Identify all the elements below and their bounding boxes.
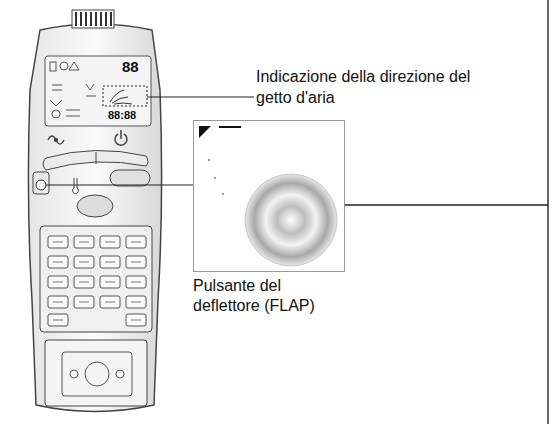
panel-button <box>100 276 120 288</box>
button-mark <box>53 262 63 263</box>
panel-button <box>126 314 146 326</box>
panel-button <box>48 276 68 288</box>
button-mark <box>79 262 89 263</box>
lcd-icons <box>50 62 96 118</box>
battery-contact <box>70 370 78 378</box>
lcd-time: 88:88 <box>108 108 148 122</box>
panel-button <box>74 276 94 288</box>
ir-stripe <box>75 12 77 26</box>
button-mark <box>131 282 141 283</box>
temperature-icon <box>73 178 79 194</box>
fan-icon <box>48 136 64 144</box>
ir-stripe <box>100 12 102 26</box>
inset-view: Pulsante del deflettore (FLAP) <box>193 120 345 316</box>
panel-button <box>126 236 146 248</box>
panel-button <box>48 314 68 326</box>
leader-line <box>46 185 193 186</box>
button-mark <box>105 282 115 283</box>
button-mark <box>53 320 63 321</box>
flap-button <box>36 180 46 190</box>
panel-buttons <box>48 236 146 326</box>
battery-contact <box>116 370 124 378</box>
flap-button-frame <box>33 172 49 194</box>
button-mark <box>105 302 115 303</box>
button-mark <box>131 320 141 321</box>
ir-window-frame <box>72 10 114 28</box>
button-label: Pulsante del deflettore (FLAP) <box>193 276 345 316</box>
panel-button <box>100 256 120 268</box>
button-mark <box>131 242 141 243</box>
panel-button <box>48 296 68 308</box>
callout-text: Indicazione della direzione del getto d'… <box>256 66 488 108</box>
airflow-indicator-box <box>103 86 147 106</box>
mode-buttons <box>43 150 148 170</box>
battery-contact <box>85 362 109 386</box>
leader-line <box>345 204 548 206</box>
panel-button <box>100 236 120 248</box>
button-mark <box>53 242 63 243</box>
panel-button <box>48 236 68 248</box>
panel-button <box>48 256 68 268</box>
lcd-display <box>45 56 151 126</box>
ir-stripe <box>80 12 82 26</box>
dot <box>222 193 224 195</box>
button-mark <box>79 282 89 283</box>
button-mark <box>131 262 141 263</box>
ir-stripe <box>105 12 107 26</box>
button-mark <box>131 302 141 303</box>
button-mark <box>79 242 89 243</box>
dot <box>214 177 216 179</box>
battery <box>62 352 132 396</box>
dot <box>208 159 210 161</box>
button-mark <box>79 302 89 303</box>
ir-window <box>72 10 114 28</box>
ir-stripe <box>85 12 87 26</box>
panel-button <box>126 296 146 308</box>
airflow-indicator <box>110 90 132 104</box>
panel-button <box>126 256 146 268</box>
edge-mark <box>219 126 241 128</box>
button <box>110 170 150 186</box>
ir-stripe <box>110 12 112 26</box>
power-icon <box>115 130 127 145</box>
ir-stripe <box>95 12 97 26</box>
corner-mark <box>199 126 211 138</box>
button-divider <box>96 152 97 164</box>
temperature-button <box>77 195 113 217</box>
frame-line <box>547 0 549 424</box>
inset-frame <box>194 121 345 272</box>
leader-line <box>147 97 254 98</box>
panel-button <box>100 296 120 308</box>
lower-panel <box>40 226 152 332</box>
button-mark <box>105 242 115 243</box>
button-mark <box>105 262 115 263</box>
battery-compartment <box>45 340 147 406</box>
ir-stripe <box>90 12 92 26</box>
panel-button <box>74 296 94 308</box>
lcd-digits: 88 <box>122 58 148 76</box>
flap-button-zoom <box>245 174 337 266</box>
panel-button <box>126 276 146 288</box>
button-mark <box>53 282 63 283</box>
inset-box <box>193 120 345 272</box>
button-mark <box>53 302 63 303</box>
panel-button <box>74 256 94 268</box>
panel-button <box>74 236 94 248</box>
